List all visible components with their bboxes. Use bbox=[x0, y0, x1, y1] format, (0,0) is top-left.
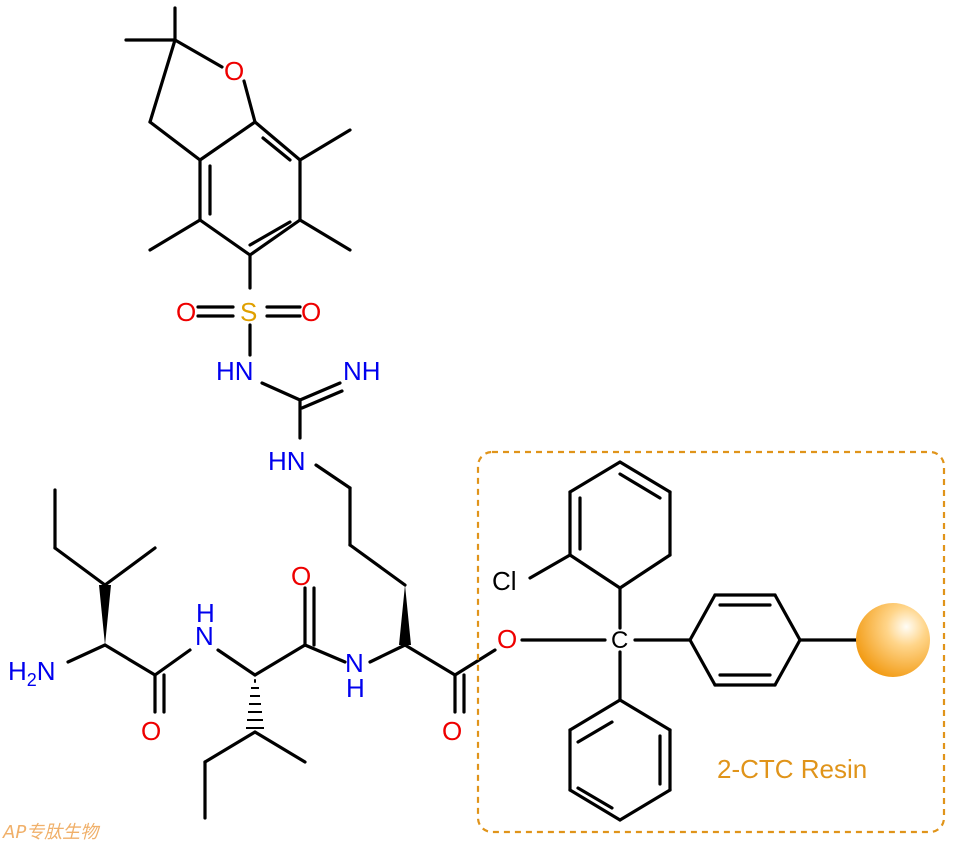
atom-s: S bbox=[240, 297, 257, 327]
atom-h-amide-2: H bbox=[346, 673, 365, 703]
arginine-residue bbox=[348, 486, 497, 714]
pbf-group bbox=[124, 6, 352, 290]
atom-h2n-terminal: H2N bbox=[8, 656, 56, 690]
atom-o-ring: O bbox=[224, 56, 244, 86]
chlorotrityl-group bbox=[520, 460, 862, 822]
atom-o-amide-2: O bbox=[291, 561, 311, 591]
atom-cl: Cl bbox=[492, 566, 517, 596]
atom-c-trityl: C bbox=[611, 627, 628, 654]
atom-o-sulfonyl-right: O bbox=[301, 297, 321, 327]
atom-nh-imine: NH bbox=[343, 356, 381, 386]
atom-n-amide-2: N bbox=[345, 648, 364, 678]
atom-o-carbonyl: O bbox=[442, 716, 462, 746]
atom-h-amide-1: H bbox=[196, 598, 215, 628]
atom-o-amide-1: O bbox=[141, 716, 161, 746]
resin-bead-icon bbox=[856, 603, 930, 677]
watermark-logo: AP专肽生物 bbox=[2, 822, 101, 843]
atom-o-ester: O bbox=[497, 624, 517, 654]
atom-n-amide-1: N bbox=[195, 621, 214, 651]
atom-hn-sulfonamide: HN bbox=[216, 356, 254, 386]
atom-o-sulfonyl-left: O bbox=[176, 297, 196, 327]
atom-hn-delta: HN bbox=[268, 446, 306, 476]
resin-label: 2-CTC Resin bbox=[717, 754, 867, 784]
isoleucine-residue-2 bbox=[203, 586, 347, 820]
isoleucine-residue-1 bbox=[53, 488, 192, 714]
sulfonyl-guanidine bbox=[196, 305, 352, 490]
